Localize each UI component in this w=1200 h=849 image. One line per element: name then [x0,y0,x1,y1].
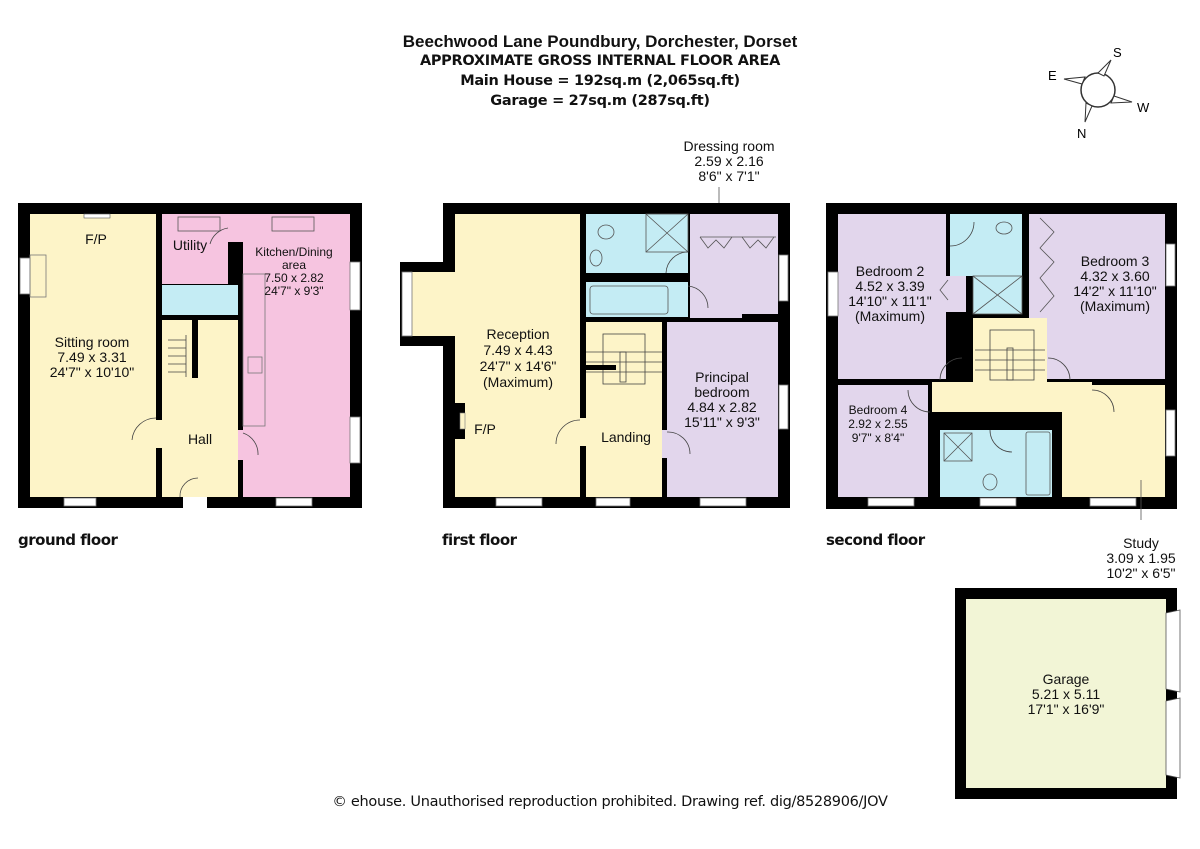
bedroom-3-name: Bedroom 3 [1081,253,1150,269]
compass-s: S [1113,45,1122,60]
bedroom-3-imperial: 14'2" x 11'10" [1073,283,1157,299]
room-ground-wc [162,285,238,315]
room-study [1062,385,1165,497]
principal-imperial: 15'11" x 9'3" [684,414,760,430]
first-fireplace-label: F/P [474,421,496,437]
hall-label: Hall [188,431,212,447]
principal-name-2: bedroom [694,384,749,400]
room-bedroom-2 [838,214,946,379]
bedroom-2-name: Bedroom 2 [856,263,925,279]
bedroom-4-metric: 2.92 x 2.55 [848,417,908,431]
dressing-imperial: 8'6" x 7'1" [698,168,759,184]
property-address: Beechwood Lane Poundbury, Dorchester, Do… [402,32,798,51]
principal-name: Principal [695,369,749,385]
garage-imperial: 17'1" x 16'9" [1028,701,1105,717]
compass-icon: S E W N [1048,45,1150,141]
room-reception [455,214,580,497]
bedroom-3-metric: 4.32 x 3.60 [1080,268,1149,284]
first-floor-plan: Reception 7.49 x 4.43 24'7" x 14'6" (Max… [400,138,790,508]
room-kitchen-dining [243,214,350,497]
second-floor-plan: Bedroom 2 4.52 x 3.39 14'10" x 11'1" (Ma… [826,203,1177,581]
second-floor-label: second floor [826,531,925,549]
garage-name: Garage [1043,671,1090,687]
main-house-area: Main House = 192sq.m (2,065sq.ft) [460,73,740,89]
bedroom-2-imperial: 14'10" x 11'1" [848,293,932,309]
bedroom-2-metric: 4.52 x 3.39 [855,278,924,294]
room-landing [586,322,662,497]
room-bathroom [586,282,688,317]
ground-floor-label: ground floor [18,531,118,549]
sitting-room-imperial: 24'7" x 10'10" [50,364,135,380]
garage-plan: Garage 5.21 x 5.11 17'1" x 16'9" [955,588,1181,799]
reception-note: (Maximum) [483,374,553,390]
reception-name: Reception [486,326,549,342]
bedroom-4-imperial: 9'7" x 8'4" [852,431,904,445]
study-name: Study [1123,535,1159,551]
sitting-room-metric: 7.49 x 3.31 [57,349,126,365]
bedroom-4-name: Bedroom 4 [849,403,908,417]
room-dressing [690,214,778,318]
room-garage [966,599,1166,788]
dressing-name: Dressing room [683,138,774,154]
study-imperial: 10'2" x 6'5" [1107,565,1176,581]
compass-e: E [1048,68,1057,83]
study-metric: 3.09 x 1.95 [1106,550,1175,566]
reception-metric: 7.49 x 4.43 [483,342,552,358]
principal-metric: 4.84 x 2.82 [687,399,756,415]
room-ensuite-shower [586,214,688,273]
room-hall [162,320,238,497]
dressing-metric: 2.59 x 2.16 [694,153,763,169]
ground-floor-plan: Sitting room 7.49 x 3.31 24'7" x 10'10" … [18,203,362,508]
utility-label: Utility [173,237,207,253]
room-shower-room [950,214,1022,276]
floor-area-subtitle: APPROXIMATE GROSS INTERNAL FLOOR AREA [419,53,781,69]
kitchen-name: Kitchen/Dining [255,245,332,259]
kitchen-metric: 7.50 x 2.82 [264,271,324,285]
reception-imperial: 24'7" x 14'6" [480,358,557,374]
sitting-room-name: Sitting room [55,334,130,350]
landing-label: Landing [601,429,651,445]
room-sitting-room [30,214,156,497]
room-bedroom-3 [1029,214,1165,379]
kitchen-name-2: area [282,258,306,272]
garage-area: Garage = 27sq.m (287sq.ft) [490,93,710,109]
room-principal-bedroom [667,322,778,497]
bedroom-3-note: (Maximum) [1080,298,1150,314]
compass-n: N [1077,126,1086,141]
bedroom-2-note: (Maximum) [855,308,925,324]
garage-metric: 5.21 x 5.11 [1032,686,1100,702]
first-floor-label: first floor [442,531,517,549]
copyright-notice: © ehouse. Unauthorised reproduction proh… [332,794,888,810]
ground-fireplace-label: F/P [85,231,107,247]
compass-w: W [1137,100,1150,115]
kitchen-imperial: 24'7" x 9'3" [264,284,323,298]
room-family-bathroom [940,430,1052,497]
